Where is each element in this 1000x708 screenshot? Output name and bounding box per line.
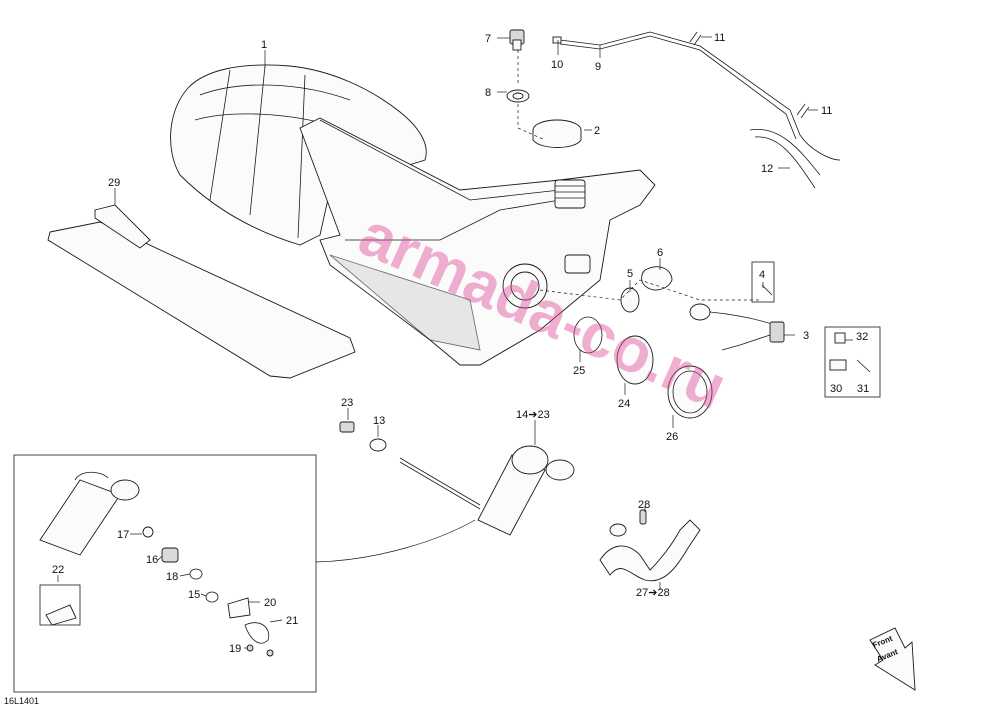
fuel-pump (339, 421, 575, 536)
callout-14-23: 14➔23 (516, 409, 550, 421)
callout-9: 9 (595, 61, 601, 73)
filler-cap (532, 119, 582, 148)
callout-8: 8 (485, 87, 491, 99)
callout-1: 1 (261, 39, 267, 51)
callout-6: 6 (657, 247, 663, 259)
diagram-code: 16L1401 (4, 696, 39, 706)
fuel-level-sensor (689, 284, 785, 351)
callout-17: 17 (117, 529, 129, 541)
seat (170, 64, 427, 246)
callout-16: 16 (146, 554, 158, 566)
callout-26: 26 (666, 431, 678, 443)
callout-25: 25 (573, 365, 585, 377)
callout-23: 23 (341, 397, 353, 409)
callout-19: 19 (229, 643, 241, 655)
callout-5: 5 (627, 268, 633, 280)
callout-18: 18 (166, 571, 178, 583)
callout-31: 31 (857, 383, 869, 395)
callout-11b: 11 (821, 105, 832, 117)
callout-28: 28 (638, 499, 650, 511)
callout-30: 30 (830, 383, 842, 395)
callout-21: 21 (286, 615, 298, 627)
clip-kit-box (824, 326, 881, 398)
callout-7: 7 (485, 33, 491, 45)
callout-32: 32 (856, 331, 868, 343)
callout-15: 15 (188, 589, 200, 601)
leader-lines (57, 36, 853, 649)
vent-parts (506, 29, 841, 189)
fuel-hose (599, 509, 701, 582)
callout-22: 22 (52, 564, 64, 576)
callout-27-28: 27➔28 (636, 587, 670, 599)
screw-box (751, 261, 775, 303)
fuel-pump-detail-box (13, 454, 317, 693)
callout-12: 12 (761, 163, 773, 175)
seat-pad (47, 204, 356, 379)
seals-and-rings (573, 266, 713, 419)
callout-4: 4 (759, 269, 765, 281)
callout-20: 20 (264, 597, 276, 609)
callout-11a: 11 (714, 32, 725, 44)
callout-13: 13 (373, 415, 385, 427)
callout-labels: 1 2 3 4 5 6 7 8 9 10 11 11 12 13 14➔23 1… (52, 32, 869, 655)
callout-2: 2 (594, 125, 600, 137)
front-direction-arrow: Front Avant (869, 627, 916, 691)
fuel-tank (299, 117, 656, 366)
callout-24: 24 (618, 398, 630, 410)
callout-10: 10 (551, 59, 563, 71)
callout-3: 3 (803, 330, 809, 342)
callout-29: 29 (108, 177, 120, 189)
